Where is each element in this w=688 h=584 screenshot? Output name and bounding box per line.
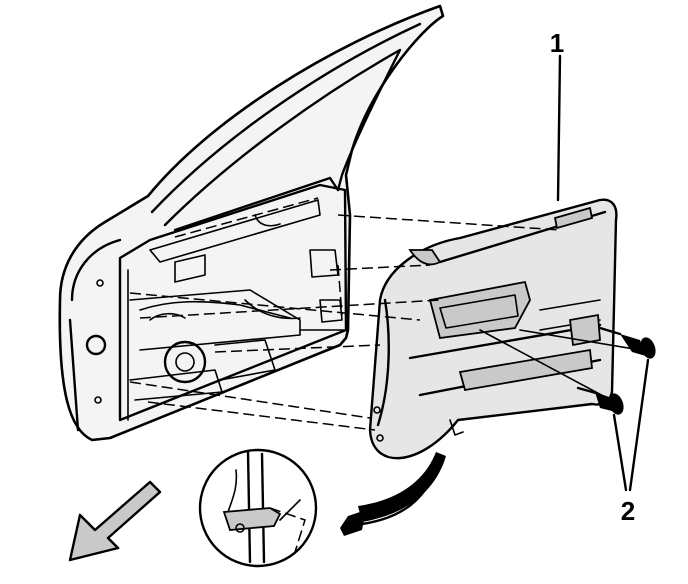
callout-1-label: 1 [550,28,564,58]
clip-detail-inset [198,448,318,568]
door-trim-panel [368,198,618,460]
callout-2-label: 2 [621,496,635,526]
forward-arrow-icon [68,480,162,562]
door-frame [58,4,445,442]
curved-arrow-icon [340,452,446,536]
screw-reference-lines [479,329,641,406]
callout-leaders [556,54,650,492]
screw-lower [576,386,624,415]
alignment-lines [129,197,561,431]
